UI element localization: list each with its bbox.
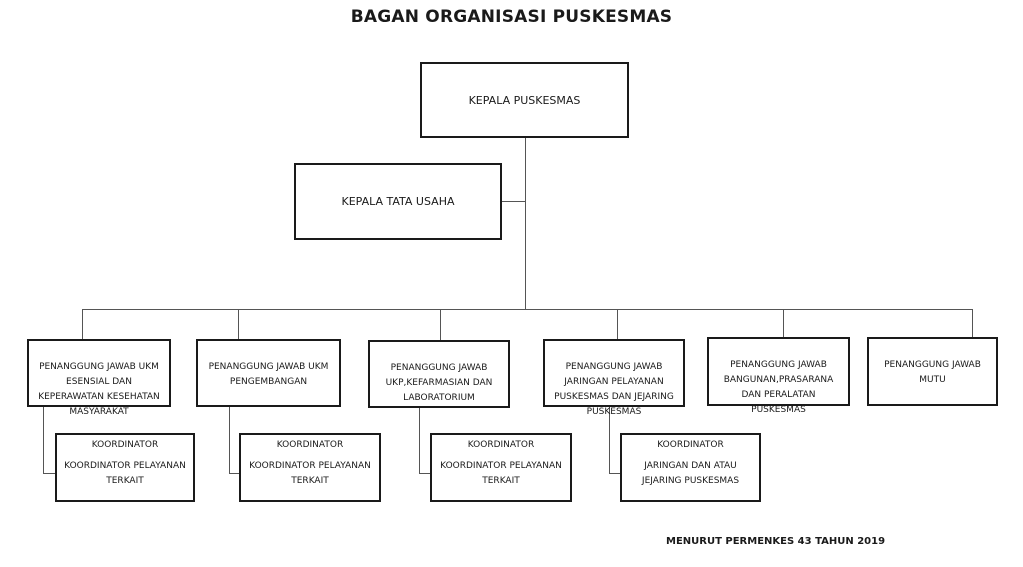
connector-coord-2-h [229,473,239,474]
connector-unit-3 [440,309,441,340]
box-kepala-puskesmas-label: KEPALA PUSKESMAS [468,93,581,107]
connector-unit-6 [972,309,973,337]
box-koordinator-4-heading: KOORDINATOR [657,440,724,450]
box-pj-mutu: PENANGGUNG JAWAB MUTU [867,337,998,406]
connector-bus [82,309,972,310]
box-koordinator-2-heading: KOORDINATOR [276,440,344,450]
box-kepala-tata-usaha: KEPALA TATA USAHA [294,163,502,240]
connector-coord-3-h [419,473,430,474]
box-kepala-tata-usaha-label: KEPALA TATA USAHA [341,195,455,208]
box-koordinator-3-heading: KOORDINATOR [467,440,535,450]
connector-unit-1 [82,309,83,339]
box-koordinator-1: KOORDINATOR KOORDINATOR PELAYANAN TERKAI… [55,433,195,502]
connector-unit-4 [617,309,618,339]
box-koordinator-4-body: JARINGAN DAN ATAU JEJARING PUSKESMAS [641,461,740,486]
box-koordinator-3-body: KOORDINATOR PELAYANAN TERKAIT [440,461,562,486]
box-pj-jaringan: PENANGGUNG JAWAB JARINGAN PELAYANAN PUSK… [543,339,685,417]
box-pj-mutu-label: PENANGGUNG JAWAB MUTU [884,360,981,385]
box-pj-bangunan: PENANGGUNG JAWAB BANGUNAN,PRASARANA DAN … [707,337,850,415]
connector-coord-2 [229,406,230,473]
box-pj-ukp: PENANGGUNG JAWAB UKP,KEFARMASIAN DAN LAB… [368,340,510,408]
footer-note: MENURUT PERMENKES 43 TAHUN 2019 [666,536,886,547]
box-pj-ukp-label: PENANGGUNG JAWAB UKP,KEFARMASIAN DAN LAB… [385,363,493,403]
box-koordinator-2-body: KOORDINATOR PELAYANAN TERKAIT [249,461,371,486]
box-pj-ukm-esensial-label: PENANGGUNG JAWAB UKM ESENSIAL DAN KEPERA… [38,362,160,417]
chart-title: BAGAN ORGANISASI PUSKESMAS [350,7,673,27]
box-kepala-puskesmas: KEPALA PUSKESMAS [420,62,629,138]
connector-trunk [525,137,526,310]
box-pj-bangunan-label: PENANGGUNG JAWAB BANGUNAN,PRASARANA DAN … [723,360,834,415]
connector-coord-4 [609,406,610,473]
box-pj-jaringan-label: PENANGGUNG JAWAB JARINGAN PELAYANAN PUSK… [554,362,674,417]
connector-admin [501,201,525,202]
connector-unit-2 [238,309,239,339]
box-koordinator-2: KOORDINATOR KOORDINATOR PELAYANAN TERKAI… [239,433,381,502]
box-koordinator-4: KOORDINATOR JARINGAN DAN ATAU JEJARING P… [620,433,761,502]
box-koordinator-1-body: KOORDINATOR PELAYANAN TERKAIT [64,461,186,486]
box-koordinator-3: KOORDINATOR KOORDINATOR PELAYANAN TERKAI… [430,433,572,502]
box-pj-ukm-pengembangan: PENANGGUNG JAWAB UKM PENGEMBANGAN [196,339,341,407]
box-pj-ukm-pengembangan-label: PENANGGUNG JAWAB UKM PENGEMBANGAN [208,362,329,387]
connector-coord-4-h [609,473,620,474]
connector-coord-1-h [43,473,55,474]
connector-coord-3 [419,407,420,473]
box-pj-ukm-esensial: PENANGGUNG JAWAB UKM ESENSIAL DAN KEPERA… [27,339,171,417]
box-koordinator-1-heading: KOORDINATOR [91,440,159,450]
connector-unit-5 [783,309,784,337]
connector-coord-1 [43,406,44,473]
